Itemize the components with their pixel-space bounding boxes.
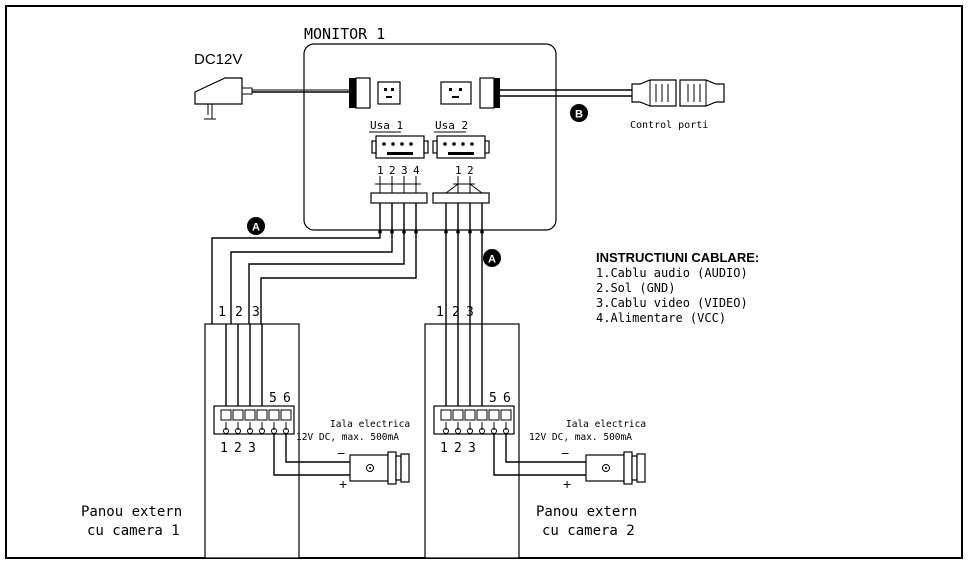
pin-usa1-3: 3 — [401, 164, 408, 177]
power-jack-housing — [355, 77, 371, 109]
panel2-name-line2: cu camera 2 — [542, 523, 635, 539]
pin-usa1-4: 4 — [413, 164, 420, 177]
panel2-lock-plus: + — [563, 476, 571, 492]
control-connector-left — [631, 79, 677, 107]
panel2-lock-spec: 12V DC, max. 500mA — [529, 432, 632, 443]
control-label: Control porti — [630, 120, 708, 131]
control-jack-socket — [494, 78, 500, 108]
panel2-name-line1: Panou extern — [536, 504, 637, 520]
marker-b-circle — [570, 104, 588, 122]
panel2-bottom-3: 3 — [468, 441, 476, 456]
marker-b: B — [575, 109, 583, 121]
panel2-terminal-6: 6 — [503, 391, 511, 406]
panel2-wire-3: 3 — [466, 305, 474, 320]
connector-usa2-label: Usa 2 — [435, 119, 468, 132]
instruction-item-3: 3.Cablu video (VIDEO) — [596, 296, 748, 310]
wiring-instructions: INSTRUCTIUNI CABLARE: 1.Cablu audio (AUD… — [596, 250, 759, 325]
panel2-lock-minus: − — [561, 445, 569, 461]
panel2-body — [424, 323, 520, 559]
marker-a-1: A — [252, 222, 260, 234]
instruction-item-1: 1.Cablu audio (AUDIO) — [596, 266, 748, 280]
panel1-wire-2: 2 — [235, 305, 243, 320]
monitor-unit: MONITOR 1 Usa 1 Usa 2 1 2 3 — [303, 25, 557, 231]
monitor-socket-left — [377, 81, 401, 105]
connector-usa1-label: Usa 1 — [370, 119, 403, 132]
marker-a-2: A — [488, 254, 496, 266]
panel2-wire-1: 1 — [436, 305, 444, 320]
panel2-bottom-2: 2 — [454, 441, 462, 456]
panel2-wire-2: 2 — [452, 305, 460, 320]
panel1-name-line1: Panou extern — [81, 504, 182, 520]
panel1-bottom-1: 1 — [220, 441, 228, 456]
cable-panel-1: A — [211, 203, 418, 340]
panel1-bottom-2: 2 — [234, 441, 242, 456]
panel1-name-line2: cu camera 1 — [87, 523, 180, 539]
plug-block-usa2 — [432, 192, 490, 204]
instruction-item-4: 4.Alimentare (VCC) — [596, 311, 726, 325]
panel2-terminal-5: 5 — [489, 391, 497, 406]
monitor-body — [303, 43, 557, 231]
instruction-item-2: 2.Sol (GND) — [596, 281, 675, 295]
panel1-lock-label: Iala electrica — [330, 419, 410, 430]
control-cable — [500, 89, 632, 97]
instructions-title: INSTRUCTIUNI CABLARE: — [596, 250, 759, 265]
power-adapter: DC12V — [194, 51, 349, 120]
panel1-terminal-6: 6 — [283, 391, 291, 406]
panel1-wire-3: 3 — [252, 305, 260, 320]
panel1-bottom-3: 3 — [248, 441, 256, 456]
panel1-wire-1: 1 — [218, 305, 226, 320]
panel2-bottom-1: 1 — [440, 441, 448, 456]
door-control: B Control porti — [500, 79, 725, 131]
monitor-title: MONITOR 1 — [304, 25, 385, 43]
power-label: DC12V — [194, 51, 242, 68]
power-jack-socket — [349, 78, 356, 108]
panel1-lock-plus: + — [339, 476, 347, 492]
control-jack-housing — [479, 77, 495, 109]
pin-usa2-2: 2 — [467, 164, 474, 177]
pin-usa1-1: 1 — [377, 164, 384, 177]
pin-usa2-1: 1 — [455, 164, 462, 177]
panel2-lock-label: Iala electrica — [566, 419, 646, 430]
panel1-lock-spec: 12V DC, max. 500mA — [296, 432, 399, 443]
panel1-lock-minus: − — [337, 445, 345, 461]
panel1-body — [204, 323, 300, 559]
outdoor-panel-2: 1 2 3 5 6 1 2 3 − + Iala electrica 12V D… — [424, 305, 646, 559]
marker-a-circle-1 — [247, 217, 265, 235]
control-connector-right — [679, 79, 725, 107]
cable-panel-2: A — [444, 203, 501, 340]
monitor-socket-right — [440, 81, 472, 105]
panel1-terminal-5: 5 — [269, 391, 277, 406]
power-adapter-body — [194, 77, 243, 105]
pin-usa1-2: 2 — [389, 164, 396, 177]
marker-a-circle-2 — [483, 249, 501, 267]
outdoor-panel-1: 1 2 3 5 6 1 2 3 − + Iala electrica 12V D… — [81, 305, 410, 559]
plug-block-usa1 — [370, 192, 428, 204]
